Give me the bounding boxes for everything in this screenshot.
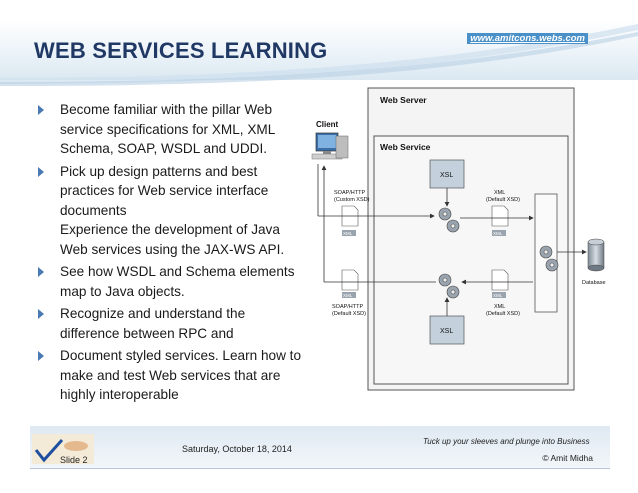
footer-tagline: Tuck up your sleeves and plunge into Bus… [423, 437, 590, 446]
bullet-arrow-icon [38, 166, 44, 177]
computer-icon [311, 132, 349, 160]
bullet-item: Pick up design patterns and best practic… [38, 162, 306, 260]
footer-date: Saturday, October 18, 2014 [182, 444, 292, 454]
soap-custom-sub: (Custom XSD) [334, 197, 370, 203]
doc-xml-label: XML [343, 293, 353, 298]
xml-default-top-sub: (Default XSD) [486, 197, 520, 203]
bullet-item: Recognize and understand the difference … [38, 304, 306, 343]
document-icon-client-top: XML [341, 205, 359, 236]
bullet-continuation: Experience the development of Java Web s… [60, 222, 285, 257]
xml-default-top-label: XML [494, 190, 505, 196]
gear-icon-right [539, 245, 559, 272]
xml-default-bottom-sub: (Default XSD) [486, 311, 520, 317]
document-icon-server-top: XML [491, 205, 509, 236]
database-icon [587, 238, 605, 272]
doc-xml-label: XML [493, 231, 503, 236]
soap-default-label: SOAP/HTTP [332, 304, 364, 310]
site-url[interactable]: www.amitcons.webs.com [467, 33, 588, 44]
bullet-item: Document styled services. Learn how to m… [38, 346, 306, 405]
header-swoosh [0, 24, 638, 86]
gear-icon-top [438, 207, 460, 233]
bullet-text: Recognize and understand the difference … [60, 306, 246, 341]
bullet-list: Become familiar with the pillar Web serv… [38, 100, 306, 408]
xsl-label-top: XSL [440, 172, 453, 179]
bullet-arrow-icon [38, 309, 44, 319]
footer-band [30, 426, 610, 468]
bullet-item: Become familiar with the pillar Web serv… [38, 100, 306, 159]
web-server-label: Web Server [380, 95, 427, 105]
footer-divider [30, 468, 610, 469]
bullet-text: Become familiar with the pillar Web serv… [60, 102, 275, 156]
database-label: Database [582, 280, 606, 286]
bullet-text: Document styled services. Learn how to m… [60, 348, 302, 402]
soap-custom-label: SOAP/HTTP [334, 190, 366, 196]
doc-xml-label: XML [343, 231, 353, 236]
footer-author: © Amit Midha [542, 453, 593, 463]
slide-title: WEB SERVICES LEARNING [34, 38, 328, 63]
bullet-text: Pick up design patterns and best practic… [60, 163, 269, 218]
xml-default-bottom-label: XML [494, 304, 505, 310]
doc-xml-label: XML [493, 293, 503, 298]
xsl-box-bottom [429, 315, 465, 345]
bullet-arrow-icon [38, 105, 44, 115]
xsl-label-bottom: XSL [440, 328, 453, 335]
slide-number: Slide 2 [60, 455, 88, 465]
checkmark-logo-icon [32, 434, 94, 464]
bullet-item: See how WSDL and Schema elements map to … [38, 262, 306, 301]
client-label: Client [316, 120, 339, 129]
document-icon-client-bottom: XML [341, 269, 359, 298]
web-server-diagram: Web Server Web Service Client XSL XSL [311, 87, 606, 391]
bullet-arrow-icon [38, 351, 44, 361]
gear-icon-bottom [438, 273, 460, 299]
bullet-text: See how WSDL and Schema elements map to … [60, 264, 295, 299]
web-service-label: Web Service [380, 142, 431, 152]
document-icon-server-bottom: XML [491, 269, 509, 298]
soap-default-sub: (Default XSD) [332, 311, 366, 317]
bullet-arrow-icon [38, 267, 44, 277]
